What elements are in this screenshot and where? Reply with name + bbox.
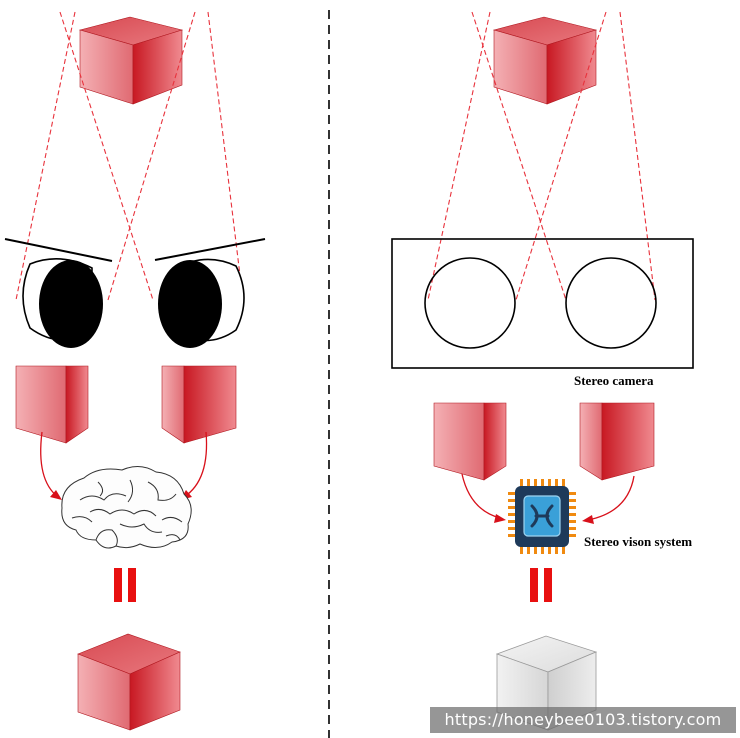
red-cube-icon — [78, 16, 184, 105]
red-cube-icon — [492, 16, 598, 105]
sight-lines-left — [15, 11, 244, 301]
camera-lens-left — [424, 257, 516, 349]
equals-sign — [530, 568, 552, 602]
eyebrow-left — [4, 238, 113, 262]
camera-lens-right — [565, 257, 657, 349]
eyebrow-right — [154, 238, 266, 261]
watermark-url: https://honeybee0103.tistory.com — [430, 707, 736, 733]
arrow-to-chip — [461, 473, 635, 521]
equals-sign — [114, 568, 136, 602]
eye-icon — [22, 258, 103, 348]
right-panel-stereo-camera: Stereo camera S — [391, 11, 694, 731]
stereo-camera-label: Stereo camera — [574, 373, 654, 388]
red-half-cube-icon — [579, 402, 655, 481]
sight-lines-right — [427, 11, 656, 301]
red-half-cube-icon — [15, 365, 89, 444]
red-cube-icon — [77, 633, 181, 731]
red-half-cube-icon — [433, 402, 507, 481]
stereo-camera-body — [391, 238, 694, 369]
red-half-cube-icon — [161, 365, 237, 444]
eye-icon — [158, 258, 245, 348]
processor-chip-icon — [508, 479, 576, 554]
left-panel-human-vision — [4, 11, 266, 731]
brain-icon — [61, 466, 192, 549]
stereo-vision-system-label: Stereo vison system — [584, 534, 692, 549]
